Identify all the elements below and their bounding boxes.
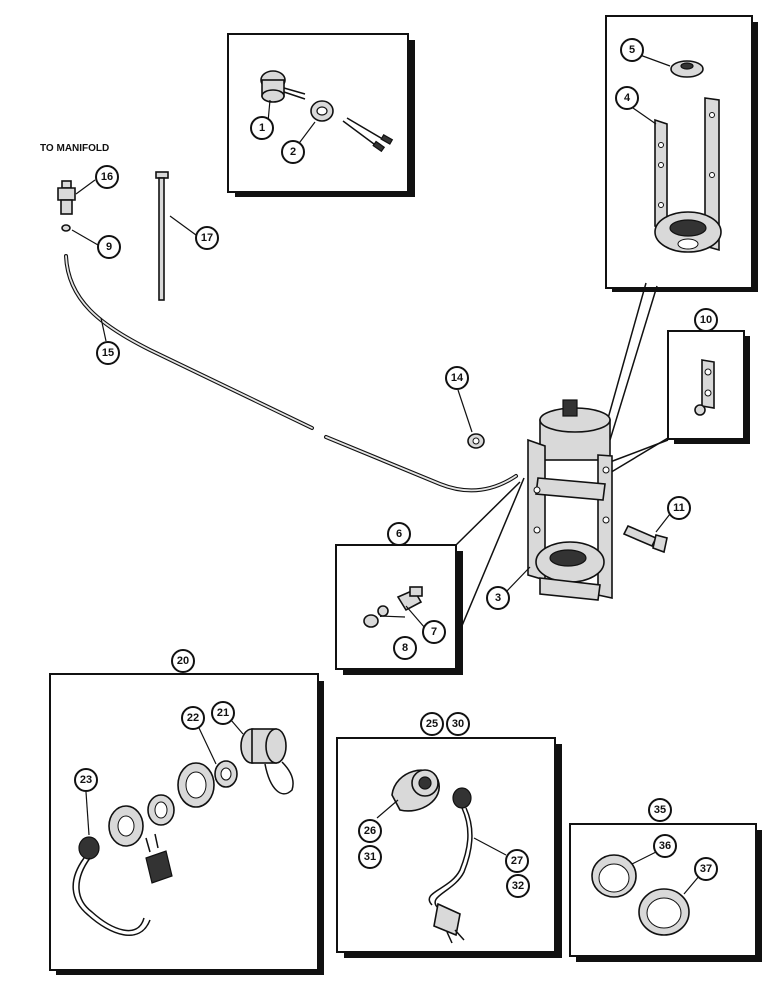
callout-25: 25 (420, 712, 444, 736)
svg-text:32: 32 (512, 880, 524, 892)
svg-text:7: 7 (431, 626, 437, 638)
callout-27: 27 (505, 849, 529, 873)
svg-text:23: 23 (80, 774, 92, 786)
callout-30: 30 (446, 712, 470, 736)
svg-text:10: 10 (700, 314, 712, 326)
callout-35: 35 (648, 798, 672, 822)
svg-text:6: 6 (396, 528, 402, 540)
svg-text:27: 27 (511, 855, 523, 867)
svg-text:22: 22 (187, 712, 199, 724)
part-11-bolt: 11 (622, 496, 691, 554)
callout-21: 21 (211, 701, 235, 725)
callout-10: 10 (694, 308, 718, 332)
callout-31: 31 (358, 845, 382, 869)
callout-22: 22 (181, 706, 205, 730)
callout-37: 37 (694, 857, 718, 881)
callout-3: 3 (486, 586, 510, 610)
svg-text:16: 16 (101, 171, 113, 183)
callout-7: 7 (422, 620, 446, 644)
callout-14: 14 (445, 366, 469, 390)
to-manifold-label: TO MANIFOLD (40, 143, 109, 154)
callout-4: 4 (615, 86, 639, 110)
svg-text:3: 3 (495, 592, 501, 604)
detail-box-bracket: 5 4 (605, 15, 758, 292)
part-9-washer: 9 (61, 224, 121, 259)
callout-20: 20 (171, 649, 195, 673)
svg-text:17: 17 (201, 232, 213, 244)
part-1-switch (260, 70, 306, 103)
svg-text:15: 15 (102, 347, 114, 359)
callout-1: 1 (250, 116, 274, 140)
callout-23: 23 (74, 768, 98, 792)
svg-text:8: 8 (402, 642, 408, 654)
part-15-tube: 15 (64, 254, 518, 493)
svg-text:9: 9 (106, 241, 112, 253)
part-4-bracket (654, 97, 722, 253)
svg-text:26: 26 (364, 825, 376, 837)
svg-text:36: 36 (659, 840, 671, 852)
callout-16: 16 (95, 165, 119, 189)
svg-text:37: 37 (700, 863, 712, 875)
callout-2: 2 (281, 140, 305, 164)
part-14-nut: 14 (445, 366, 485, 449)
part-22-washer (214, 760, 238, 788)
part-26-inlet (391, 769, 440, 812)
callout-36: 36 (653, 834, 677, 858)
svg-text:30: 30 (452, 718, 464, 730)
part-7-elbow-fitting (396, 586, 423, 612)
part-10-clip (694, 359, 715, 416)
callout-8: 8 (393, 636, 417, 660)
part-5-grommet (670, 60, 704, 78)
part-23-cord-plug (72, 833, 173, 936)
callout-26: 26 (358, 819, 382, 843)
callout-5: 5 (620, 38, 644, 62)
callout-32: 32 (506, 874, 530, 898)
main-heater-assembly: 3 (455, 282, 669, 641)
part-16-fitting: 16 (57, 165, 119, 215)
part-2-nut (310, 100, 334, 122)
svg-text:25: 25 (426, 718, 438, 730)
part-17-cable-tie: 17 (155, 171, 219, 301)
callout-6: 6 (387, 522, 411, 546)
callout-15: 15 (96, 341, 120, 365)
detail-box-inlet: 25 30 26 31 27 32 (336, 712, 562, 958)
callout-17: 17 (195, 226, 219, 250)
part-36-ring (591, 854, 637, 898)
hex-nut (108, 805, 144, 847)
svg-text:14: 14 (451, 372, 464, 384)
spacer-ring (147, 794, 175, 826)
svg-text:11: 11 (673, 502, 685, 514)
detail-box-fittings: 6 7 8 (335, 522, 463, 675)
wire-leads (342, 117, 394, 153)
part-27-cord (428, 787, 473, 944)
gasket-ring (177, 762, 215, 808)
detail-box-switch: 1 2 (227, 33, 415, 197)
svg-text:4: 4 (624, 92, 631, 104)
svg-text:35: 35 (654, 804, 666, 816)
callout-9: 9 (97, 235, 121, 259)
svg-text:21: 21 (217, 707, 229, 719)
svg-text:20: 20 (177, 655, 189, 667)
part-21-receptacle (240, 728, 294, 795)
manifold-label-group: TO MANIFOLD (40, 143, 109, 154)
detail-box-clip: 10 (667, 308, 750, 444)
part-37-ring (638, 888, 690, 936)
detail-box-cord-kit: 20 (49, 649, 324, 975)
callout-11: 11 (667, 496, 691, 520)
part-3-heater-body (527, 399, 613, 601)
detail-box-rings: 35 36 37 (569, 798, 762, 962)
svg-text:1: 1 (259, 122, 265, 134)
svg-text:5: 5 (629, 44, 635, 56)
svg-text:31: 31 (364, 851, 376, 863)
svg-text:2: 2 (290, 146, 296, 158)
